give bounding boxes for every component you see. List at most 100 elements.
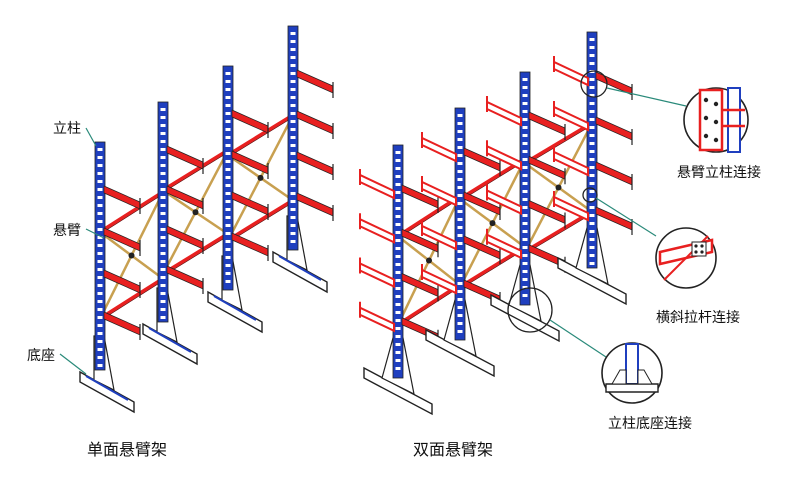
column-hole: [522, 294, 528, 297]
arm: [296, 110, 334, 135]
arm: [231, 109, 269, 134]
column-hole: [290, 216, 296, 219]
column-hole: [589, 78, 595, 81]
column-hole: [589, 246, 595, 249]
detail-bolt: [700, 250, 704, 254]
column-hole: [290, 240, 296, 243]
column-hole: [290, 80, 296, 83]
column-hole: [522, 110, 528, 113]
column-hole: [225, 232, 231, 235]
horizontal-brace: [523, 210, 594, 254]
arm: [103, 185, 141, 210]
column-hole: [589, 38, 595, 41]
column-hole: [160, 140, 166, 143]
column-hole: [395, 231, 401, 234]
column-hole: [97, 228, 103, 231]
column-hole: [395, 159, 401, 162]
column-hole: [522, 246, 528, 249]
column-hole: [160, 276, 166, 279]
column-hole: [522, 206, 528, 209]
column-hole: [457, 290, 463, 293]
column-hole: [225, 240, 231, 243]
column-hole: [160, 260, 166, 263]
column-hole: [457, 130, 463, 133]
detail-base-plate: [605, 383, 659, 393]
column-hole: [225, 80, 231, 83]
column-hole: [290, 192, 296, 195]
arm-rear: [359, 261, 395, 289]
title-double-sided: 双面悬臂架: [413, 440, 494, 459]
column-hole: [160, 116, 166, 119]
arm: [595, 116, 633, 141]
column-hole: [522, 158, 528, 161]
column-hole: [290, 136, 296, 139]
column-hole: [395, 359, 401, 362]
column-hole: [395, 351, 401, 354]
column-hole: [589, 142, 595, 145]
column-hole: [395, 167, 401, 170]
column-hole: [290, 200, 296, 203]
detail-bolt: [694, 244, 698, 248]
horizontal-brace: [98, 277, 165, 321]
column-hole: [589, 86, 595, 89]
column-hole: [522, 102, 528, 105]
column-hole: [457, 306, 463, 309]
detail-column: [625, 343, 639, 385]
column-hole: [97, 252, 103, 255]
column-hole: [160, 284, 166, 287]
arm: [595, 71, 633, 96]
label-base: 底座: [27, 348, 55, 364]
brace-joint: [128, 252, 135, 259]
column-hole: [395, 175, 401, 178]
column-hole: [225, 264, 231, 267]
column-hole: [395, 263, 401, 266]
detail-column: [727, 87, 741, 153]
brace-joint: [489, 220, 496, 227]
column-hole: [395, 295, 401, 298]
column-hole: [522, 134, 528, 137]
column-hole: [522, 278, 528, 281]
column-hole: [290, 176, 296, 179]
single-sided-rack: [79, 25, 334, 414]
column-hole: [225, 192, 231, 195]
column-hole: [522, 222, 528, 225]
brace-edge: [524, 125, 593, 166]
column-hole: [290, 224, 296, 227]
column-hole: [290, 64, 296, 67]
column-hole: [97, 156, 103, 159]
column-hole: [457, 114, 463, 117]
column-hole: [457, 242, 463, 245]
column-hole: [225, 136, 231, 139]
detail-gusset: [637, 369, 653, 385]
column-hole: [290, 160, 296, 163]
horizontal-brace: [396, 283, 462, 327]
base-edge: [148, 327, 192, 353]
column-hole: [457, 234, 463, 237]
arm: [231, 232, 269, 257]
leader-column: [85, 127, 97, 147]
column-hole: [589, 54, 595, 57]
brace-edge: [397, 286, 461, 328]
brace-joint: [192, 209, 199, 216]
detail-brace: [655, 227, 717, 289]
brace-edge: [227, 117, 294, 158]
column-hole: [589, 62, 595, 65]
column-hole: [589, 94, 595, 97]
column-hole: [290, 184, 296, 187]
column-hole: [225, 208, 231, 211]
arm: [296, 151, 334, 176]
column-hole: [589, 222, 595, 225]
detail-marker-brace: [582, 187, 598, 203]
column: [454, 107, 466, 341]
column-hole: [97, 324, 103, 327]
column-hole: [589, 230, 595, 233]
column-hole: [160, 124, 166, 127]
arm: [103, 311, 141, 336]
arm: [595, 161, 633, 186]
column-hole: [457, 218, 463, 221]
horizontal-brace: [226, 198, 295, 243]
column-hole: [457, 298, 463, 301]
column-hole: [395, 319, 401, 322]
column-hole: [522, 94, 528, 97]
